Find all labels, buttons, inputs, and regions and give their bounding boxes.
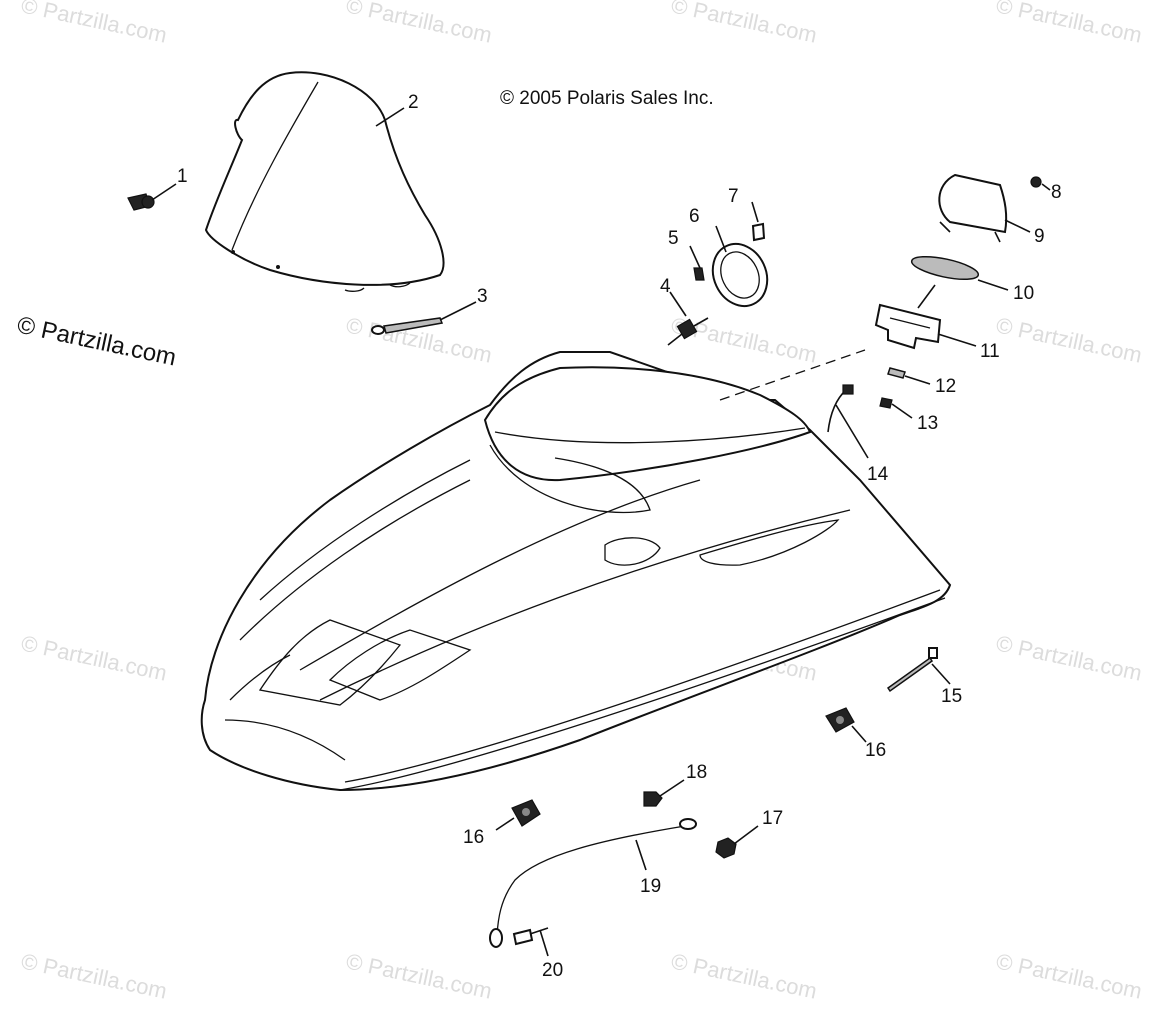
callout-number: 4: [660, 276, 671, 297]
callout-number: 15: [941, 686, 962, 707]
grommet-part[interactable]: [751, 222, 766, 242]
callout-number: 10: [1013, 283, 1034, 304]
callout-number: 11: [980, 341, 1000, 362]
callout-number: 2: [408, 92, 419, 113]
watermark: © Partzilla.com: [19, 0, 169, 48]
callout-number: 18: [686, 762, 707, 783]
watermark: © Partzilla.com: [669, 0, 819, 48]
nut-part[interactable]: [715, 837, 737, 859]
cable-tie-part[interactable]: [886, 647, 938, 693]
callouts: 1 2 3 4 5 6 7 8 9 10 11 12 13 14 15 16 1…: [177, 92, 1062, 981]
hood-assembly[interactable]: [200, 351, 952, 792]
lens-part[interactable]: [910, 252, 980, 284]
watermark: © Partzilla.com: [994, 630, 1144, 685]
watermark: © Partzilla.com: [994, 948, 1144, 1003]
bolt-part[interactable]: [643, 791, 663, 807]
leader-lines: [151, 107, 1051, 957]
watermark: © Partzilla.com: [669, 312, 819, 367]
copyright-notice: © 2005 Polaris Sales Inc.: [500, 88, 714, 109]
callout-number: 20: [542, 960, 563, 981]
watermark: © Partzilla.com: [344, 0, 494, 48]
watermark: © Partzilla.com: [994, 0, 1144, 48]
watermark: © Partzilla.com: [344, 948, 494, 1003]
watermark: © Partzilla.com: [19, 948, 169, 1003]
clip-part[interactable]: [693, 267, 705, 281]
watermark: © Partzilla.com: [19, 630, 169, 685]
switch-part[interactable]: [667, 317, 709, 346]
callout-number: 8: [1051, 182, 1062, 203]
brand-watermark: © Partzilla.com: [15, 311, 179, 371]
callout-number: 16: [463, 827, 484, 848]
rod-part[interactable]: [371, 317, 444, 335]
callout-number: 7: [728, 186, 739, 207]
alignment-line: [719, 349, 866, 401]
alignment-line: [917, 284, 936, 309]
callout-number: 5: [668, 228, 679, 249]
pin-part[interactable]: [879, 397, 893, 409]
callout-number: 14: [867, 464, 889, 485]
callout-number: 17: [762, 808, 783, 829]
bezel-ring-part[interactable]: [703, 235, 777, 315]
spring-part[interactable]: [887, 367, 906, 379]
callout-number: 9: [1034, 226, 1045, 247]
rivet-part[interactable]: [512, 927, 549, 946]
callout-number: 13: [917, 413, 938, 434]
callout-number: 12: [935, 376, 956, 397]
latch-part[interactable]: [511, 799, 541, 827]
screw-part[interactable]: [1030, 176, 1042, 188]
callout-number: 6: [689, 206, 700, 227]
callout-number: 19: [640, 876, 661, 897]
screw-part[interactable]: [127, 193, 155, 211]
tie-strap-part[interactable]: [827, 384, 854, 433]
callout-number: 1: [177, 166, 188, 187]
callout-number: 16: [865, 740, 886, 761]
watermark: © Partzilla.com: [994, 312, 1144, 367]
watermark: © Partzilla.com: [669, 948, 819, 1003]
latch-part[interactable]: [825, 707, 855, 733]
tether-cable-part[interactable]: [489, 818, 697, 948]
callout-number: 3: [477, 286, 488, 307]
gauge-housing-part[interactable]: [874, 303, 942, 350]
windshield-part[interactable]: [204, 71, 445, 292]
gauge-cover-part[interactable]: [938, 173, 1008, 243]
